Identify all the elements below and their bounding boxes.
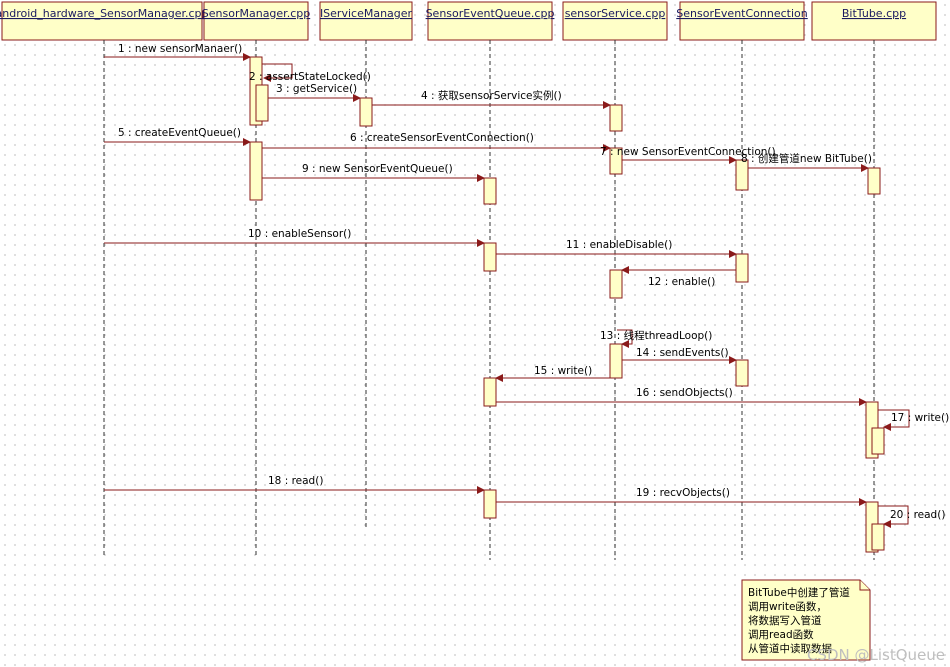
activation-bar	[255, 84, 269, 122]
message-label: 18 : read()	[268, 475, 323, 487]
message-label: 12 : enable()	[648, 276, 715, 288]
message-10: 10 : enableSensor()	[104, 228, 485, 247]
message-label: 5 : createEventQueue()	[118, 127, 241, 139]
participant-iservicemanager: IServiceManager	[319, 1, 413, 41]
activation-bar	[609, 147, 623, 175]
activation-bar	[735, 159, 749, 191]
message-label: 3 : getService()	[276, 83, 357, 95]
activation-bar	[867, 167, 881, 195]
message-16: 16 : sendObjects()	[496, 387, 867, 406]
message-label: 1 : new sensorManaer()	[118, 43, 242, 55]
message-5: 5 : createEventQueue()	[104, 127, 251, 146]
message-label: 6 : createSensorEventConnection()	[350, 132, 534, 144]
message-13-self: 13 : 线程threadLoop()	[600, 329, 712, 348]
participant-sensoreventconnection: SensorEventConnection	[676, 1, 808, 41]
watermark: CSDN @ListQueue	[807, 646, 945, 664]
message-label: 2 : assertStateLocked()	[249, 71, 371, 83]
message-19: 19 : recvObjects()	[496, 487, 867, 506]
activation-bar	[609, 104, 623, 132]
message-label: 7 : new SensorEventConnection()	[600, 146, 776, 158]
participant-label: IServiceManager	[320, 7, 413, 20]
participant-sensoreventqueue: SensorEventQueue.cpp	[426, 1, 555, 41]
participant-label: android_hardware_SensorManager.cpp	[0, 7, 209, 20]
participant-label: SensorEventQueue.cpp	[426, 7, 555, 20]
message-4: 4 : 获取sensorService实例()	[372, 89, 611, 109]
participant-label: SensorEventConnection	[676, 7, 807, 20]
participant-label: BitTube.cpp	[842, 7, 906, 20]
message-label: 17 : write()	[891, 412, 949, 424]
message-label: 9 : new SensorEventQueue()	[302, 163, 453, 175]
message-8: 8 : 创建管道new BitTube()	[741, 152, 872, 172]
message-label: 15 : write()	[534, 365, 592, 377]
activation-bar	[249, 141, 263, 201]
message-label: 4 : 获取sensorService实例()	[421, 89, 562, 102]
message-label: 20 : read()	[890, 509, 945, 521]
message-17-self: 17 : write()	[878, 409, 949, 431]
message-label: 8 : 创建管道new BitTube()	[741, 152, 872, 165]
message-label: 16 : sendObjects()	[636, 387, 733, 399]
message-label: 14 : sendEvents()	[636, 347, 729, 359]
message-7: 7 : new SensorEventConnection()	[600, 146, 776, 164]
activation-bar	[483, 177, 497, 205]
note-line: 将数据写入管道	[748, 614, 822, 627]
message-1: 1 : new sensorManaer()	[104, 43, 251, 61]
message-15: 15 : write()	[495, 365, 610, 382]
message-label: 19 : recvObjects()	[636, 487, 730, 499]
activation-bar	[871, 523, 885, 551]
activation-bar	[609, 343, 623, 379]
note-line: 从管道中读取数据	[748, 642, 832, 655]
message-14: 14 : sendEvents()	[622, 347, 737, 364]
message-3: 3 : getService()	[268, 83, 361, 102]
message-label: 11 : enableDisable()	[566, 239, 672, 251]
participant-android-hardware-sensormanager: android_hardware_SensorManager.cpp	[0, 1, 209, 41]
message-18: 18 : read()	[104, 475, 485, 494]
activation-bar	[609, 269, 623, 299]
participant-label: SensorManager.cpp	[202, 7, 310, 20]
message-12: 12 : enable()	[621, 266, 736, 288]
note-line: 调用write函数，	[748, 600, 827, 613]
participant-sensormanager: SensorManager.cpp	[202, 1, 310, 41]
note-line: 调用read函数	[748, 628, 814, 641]
message-20-self: 20 : read()	[878, 505, 945, 528]
activation-bar	[871, 427, 885, 455]
bittube-note: BitTube中创建了管道 调用write函数， 将数据写入管道 调用read函…	[741, 579, 871, 661]
participant-bittube: BitTube.cpp	[811, 1, 937, 41]
message-label: 10 : enableSensor()	[248, 228, 351, 240]
message-label: 13 : 线程threadLoop()	[600, 329, 712, 342]
message-6: 6 : createSensorEventConnection()	[262, 132, 611, 152]
activation-bar	[359, 97, 373, 127]
message-9: 9 : new SensorEventQueue()	[262, 163, 485, 182]
message-2-self: 2 : assertStateLocked()	[249, 63, 371, 83]
activation-bar	[483, 489, 497, 519]
activation-bar	[483, 377, 497, 407]
participant-sensorservice: sensorService.cpp	[562, 1, 668, 41]
activation-bar	[483, 242, 497, 272]
note-line: BitTube中创建了管道	[748, 586, 850, 599]
activation-bar	[735, 253, 749, 283]
message-11: 11 : enableDisable()	[496, 239, 737, 258]
participant-label: sensorService.cpp	[565, 7, 666, 20]
activation-bar	[735, 359, 749, 387]
